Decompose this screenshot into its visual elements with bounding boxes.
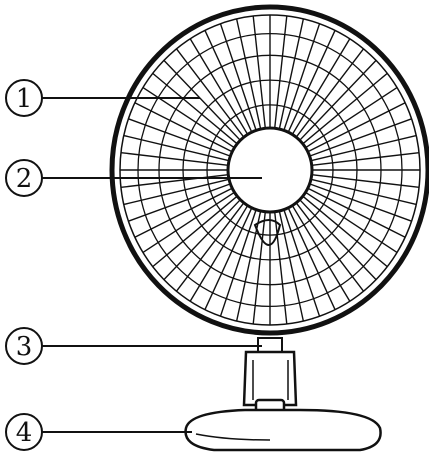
base-shape [186, 410, 381, 450]
grill-spoke [312, 153, 419, 166]
grill-spoke [275, 212, 287, 324]
callout-number: 3 [16, 332, 33, 362]
grill-spoke [253, 16, 265, 128]
grill-spoke [312, 175, 419, 188]
callout-number: 4 [16, 418, 33, 448]
callout-number: 1 [16, 84, 33, 114]
callout-4: 4 [6, 414, 192, 450]
grill-spoke [253, 212, 265, 324]
grill-spoke [164, 60, 240, 140]
fan-head [112, 7, 428, 333]
grill-spoke [164, 200, 240, 280]
grill-spoke [300, 60, 376, 140]
grill-spoke [121, 153, 228, 166]
callout-1: 1 [6, 80, 200, 116]
grill-spoke [300, 200, 376, 280]
fan-stand [186, 338, 381, 450]
callouts: 1 2 3 4 [6, 80, 262, 450]
callout-number: 2 [16, 164, 33, 194]
grill-spoke [275, 16, 287, 128]
center-badge [228, 128, 312, 212]
grill-spoke [121, 175, 228, 188]
callout-3: 3 [6, 328, 262, 364]
